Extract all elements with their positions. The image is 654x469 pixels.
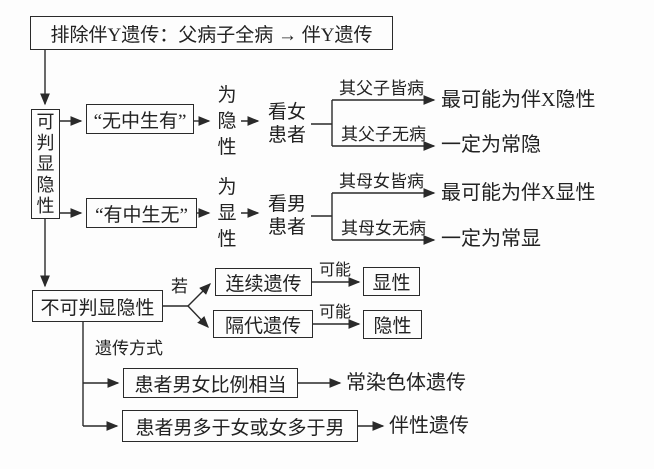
wires-pattern-fork xyxy=(163,277,361,329)
result-autosomal-inheritance: 常染色体遗传 xyxy=(346,372,466,394)
wires-branch-recessive xyxy=(60,95,436,151)
condition-mother-daughters-affected: 其母女皆病 xyxy=(339,172,424,191)
verdict-dominant-label: 为显性 xyxy=(217,177,237,250)
judgeable-box: 可判显隐性 xyxy=(31,109,60,219)
result-likely-x-recessive: 最可能为伴X隐性 xyxy=(441,89,596,111)
condition-father-sons-unaffected: 其父子无病 xyxy=(341,125,426,144)
condition-mother-daughters-unaffected: 其母女无病 xyxy=(341,219,426,238)
pattern-none-to-some-box: “无中生有” xyxy=(86,104,194,134)
maybe-label-2: 可能 xyxy=(319,304,352,321)
result-definitely-autosomal-recessive: 一定为常隐 xyxy=(441,134,541,156)
wires-sex-ratio-fork xyxy=(82,322,385,431)
exclude-y-rule-box: 排除伴Y遗传：父病子全病 → 伴Y遗传 xyxy=(30,16,393,50)
check-female-patients-label: 看女患者 xyxy=(267,102,306,146)
inheritance-mode-label: 遗传方式 xyxy=(95,339,163,358)
equal-sex-ratio-box: 患者男女比例相当 xyxy=(123,368,298,398)
wires-branch-dominant xyxy=(60,188,436,245)
if-label: 若 xyxy=(171,277,188,296)
condition-father-sons-affected: 其父子皆病 xyxy=(339,79,424,98)
result-sex-linked-inheritance: 伴性遗传 xyxy=(389,415,469,437)
result-definitely-autosomal-dominant: 一定为常显 xyxy=(441,228,541,250)
pattern-some-to-none-box: “有中生无” xyxy=(86,198,197,228)
dominant-result-box: 显性 xyxy=(363,267,420,296)
judgeable-label: 可判显隐性 xyxy=(36,111,55,216)
unequal-sex-ratio-box: 患者男多于女或女多于男 xyxy=(122,410,358,442)
skip-generation-inheritance-box: 隔代遗传 xyxy=(213,310,313,338)
continuous-inheritance-box: 连续遗传 xyxy=(215,268,312,296)
result-likely-x-dominant: 最可能为伴X显性 xyxy=(441,182,596,204)
verdict-recessive-label: 为隐性 xyxy=(217,85,237,158)
check-male-patients-label: 看男患者 xyxy=(267,194,306,238)
maybe-label-1: 可能 xyxy=(319,262,352,279)
recessive-result-box: 隐性 xyxy=(363,310,422,339)
unjudgeable-box: 不可判显隐性 xyxy=(32,290,163,322)
